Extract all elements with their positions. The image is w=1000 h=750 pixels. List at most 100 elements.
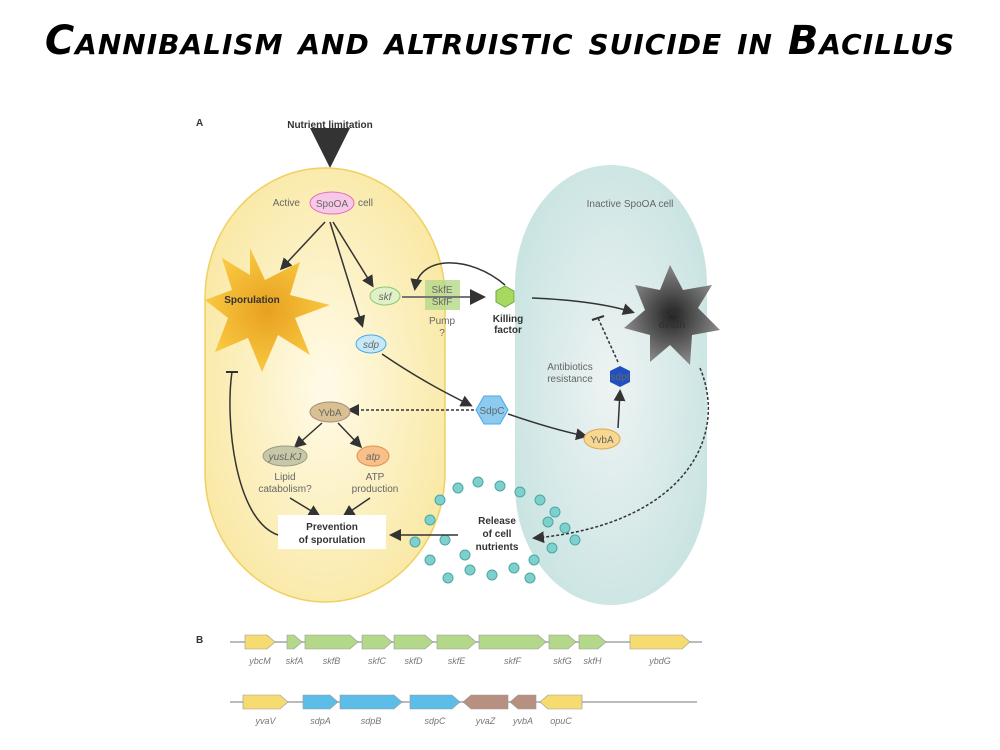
cell-death-label-2: death xyxy=(659,320,686,331)
panel-a-label: A xyxy=(196,118,203,129)
sdpI-label: sdpI xyxy=(611,372,630,383)
gene-arrow-skfE xyxy=(436,634,477,650)
cell-death-label-1: Cell xyxy=(663,308,682,319)
arrow-to-yusLKJ xyxy=(293,422,323,448)
gene-label: yvaV xyxy=(254,716,276,726)
prevention-label-2: of sporulation xyxy=(299,535,366,546)
pump-node xyxy=(425,280,460,310)
arrow-atp-prevention xyxy=(342,497,371,517)
lipid-label-2: catabolism? xyxy=(258,484,312,495)
gene-label: skfH xyxy=(584,656,603,666)
cell-death-star xyxy=(624,265,720,365)
atp-node xyxy=(356,445,390,467)
cell-label: cell xyxy=(358,198,373,209)
gene-label: sdpA xyxy=(310,716,331,726)
arrow-sdp-sdpc xyxy=(381,353,473,407)
sdp-node xyxy=(355,334,387,354)
nutrient-particle xyxy=(524,572,536,584)
nutrient-particle xyxy=(409,536,421,548)
gene-arrow-yvbA xyxy=(509,694,537,710)
sdpC-label: SdpC xyxy=(479,406,504,417)
nutrient-particle xyxy=(464,564,476,576)
nutrient-particle xyxy=(494,480,506,492)
arrow-to-sporulation xyxy=(279,221,326,271)
release-label-2: of cell xyxy=(483,529,512,540)
nutrient-particle xyxy=(439,534,451,546)
atp-label: atp xyxy=(366,452,380,463)
panel-b-label: B xyxy=(196,635,203,646)
active-label: Active xyxy=(273,198,301,209)
yvba-right-node xyxy=(583,428,621,450)
gene-label: sdpB xyxy=(361,716,382,726)
active-cell xyxy=(204,167,446,603)
sdpI-icon xyxy=(610,366,630,387)
feedback-arrow xyxy=(410,262,506,291)
arrow-to-atp xyxy=(337,422,363,449)
nutrient-particle xyxy=(534,494,546,506)
gene-arrow-skfF xyxy=(478,634,547,650)
pump-skff-label: SkfF xyxy=(432,297,453,308)
arrow-to-sdp xyxy=(329,221,366,328)
nutrient-particle xyxy=(508,562,520,574)
gene-arrow-skfB xyxy=(304,634,359,650)
gene-label: skfG xyxy=(553,656,572,666)
gene-label: skfB xyxy=(323,656,341,666)
gene-arrow-skfC xyxy=(361,634,393,650)
yusLKJ-node xyxy=(262,445,308,467)
gene-arrow-yvaV xyxy=(242,694,289,710)
gene-arrow-sdpA xyxy=(302,694,339,710)
yvba-right-label: YvbA xyxy=(590,435,614,446)
pump-question-label: ? xyxy=(439,328,445,339)
gene-label: sdpC xyxy=(424,716,446,726)
lipid-label-1: Lipid xyxy=(274,472,295,483)
gene-label: skfA xyxy=(286,656,304,666)
gene-arrow-opuC xyxy=(539,694,583,710)
yvba-left-node xyxy=(309,401,351,423)
nutrient-particle xyxy=(542,516,554,528)
spoOA-label: SpoOA xyxy=(316,199,349,210)
arrow-to-skf xyxy=(332,221,374,288)
yvba-left-label: YvbA xyxy=(318,408,342,419)
nutrient-particle xyxy=(569,534,581,546)
inactive-cell xyxy=(515,165,707,605)
nutrient-particles xyxy=(409,476,581,584)
arrow-lipid-prevention xyxy=(289,497,321,517)
sdp-label: sdp xyxy=(363,340,380,351)
gene-label: skfC xyxy=(368,656,387,666)
gene-arrow-sdpB xyxy=(339,694,403,710)
nutrient-particle xyxy=(424,514,436,526)
gene-arrow-ybdG xyxy=(629,634,691,650)
gene-arrow-sdpC xyxy=(409,694,461,710)
skf-node xyxy=(369,286,401,306)
gene-label: yvaZ xyxy=(475,716,496,726)
antibiotics-label-1: Antibiotics xyxy=(547,362,593,373)
gene-label: skfE xyxy=(448,656,467,666)
release-label-1: Release xyxy=(478,516,516,527)
sporulation-label: Sporulation xyxy=(224,295,280,306)
nutrient-particle xyxy=(442,572,454,584)
slide-title: Cannibalism and altruistic suicide in Ba… xyxy=(44,18,956,64)
nutrient-particle xyxy=(546,542,558,554)
skf-label: skf xyxy=(379,292,393,303)
pump-label: Pump xyxy=(429,316,456,327)
yusLKJ-label: yusLKJ xyxy=(268,452,303,463)
gene-label: ybcM xyxy=(248,656,271,666)
nutrient-particle xyxy=(486,569,498,581)
gene-arrow-skfA xyxy=(286,634,303,650)
sdpC-icon xyxy=(475,395,509,425)
inhibit-bar xyxy=(591,315,605,321)
nutrient-particle xyxy=(514,486,526,498)
gene-arrow-ybcM xyxy=(244,634,276,650)
killing-label-1: Killing xyxy=(493,314,524,325)
atp-prod-label-1: ATP xyxy=(366,472,385,483)
arrow-death-release xyxy=(532,367,710,544)
arrow-to-cell-death xyxy=(531,297,635,315)
gene-label: opuC xyxy=(550,716,572,726)
prevention-box xyxy=(278,515,386,549)
arrow-sdpc-yvba-right xyxy=(507,413,588,441)
inhibit-sporulation-line xyxy=(229,371,279,536)
killing-factor-icon xyxy=(495,285,515,308)
nutrient-particle xyxy=(549,506,561,518)
gene-arrow-skfG xyxy=(548,634,577,650)
